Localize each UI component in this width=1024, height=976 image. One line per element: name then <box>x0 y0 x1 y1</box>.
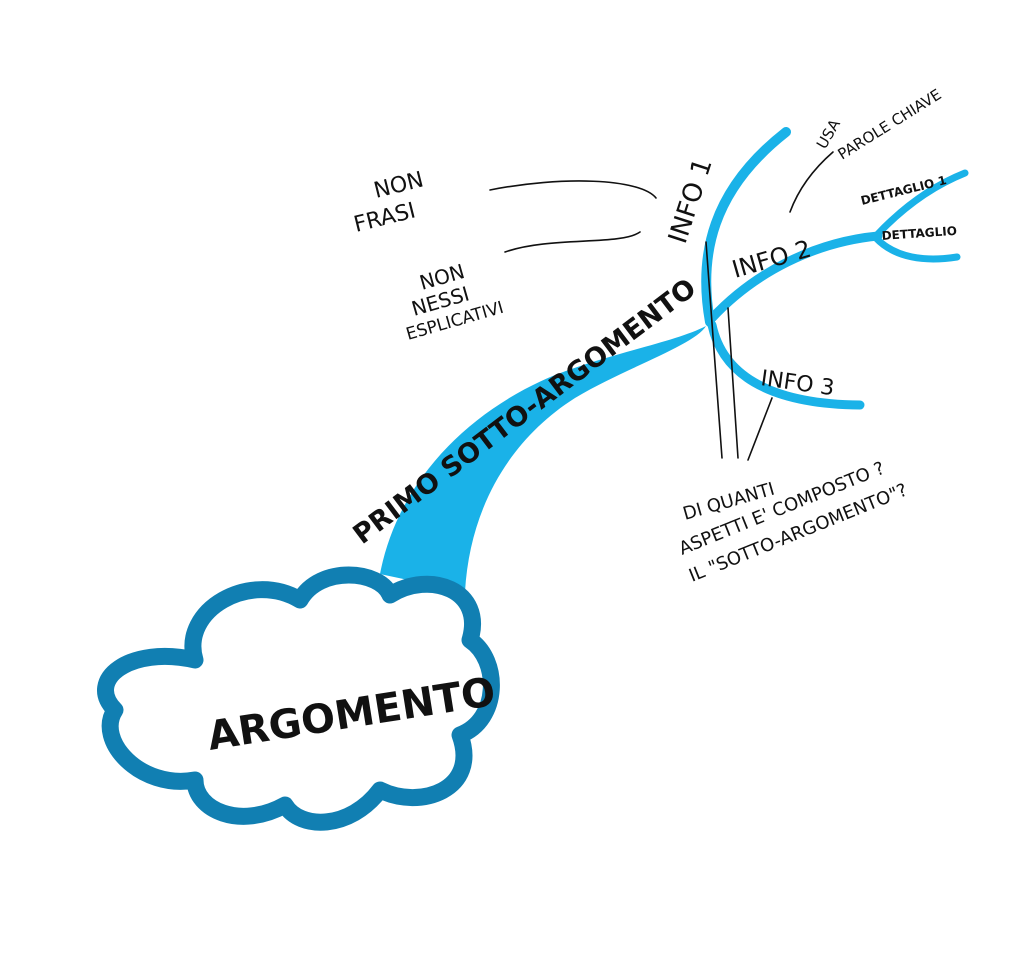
info3-label: INFO 3 <box>759 366 836 401</box>
note-non-frasi: NON FRASI <box>351 167 426 237</box>
detail2-branch <box>872 234 961 263</box>
connector-non-nessi <box>504 231 641 253</box>
main-branch-label: PRIMO SOTTO-ARGOMENTO <box>348 273 702 551</box>
connector-parole-chiave <box>789 151 834 213</box>
detail1-branch <box>872 169 969 240</box>
note-question: DI QUANTI ASPETTI E' COMPOSTO ? IL "SOTT… <box>676 458 911 587</box>
connector-question-3 <box>747 397 773 461</box>
info2-branch <box>707 231 883 323</box>
note-line: PAROLE CHIAVE <box>835 85 945 163</box>
info2-label: INFO 2 <box>729 235 814 284</box>
detail2-label: DETTAGLIO <box>881 224 957 243</box>
note-line: FRASI <box>351 198 418 237</box>
connector-question-1 <box>705 241 723 459</box>
connector-question-2 <box>727 307 739 459</box>
central-topic-cloud <box>97 566 500 831</box>
note-non-nessi: NON NESSI ESPLICATIVI <box>404 259 506 345</box>
connector-lines <box>489 151 834 461</box>
main-branch-shape <box>380 326 706 592</box>
info1-branch <box>701 127 791 327</box>
connector-non-frasi <box>489 180 657 199</box>
info3-branch <box>707 320 865 410</box>
note-line: NON <box>371 167 426 203</box>
